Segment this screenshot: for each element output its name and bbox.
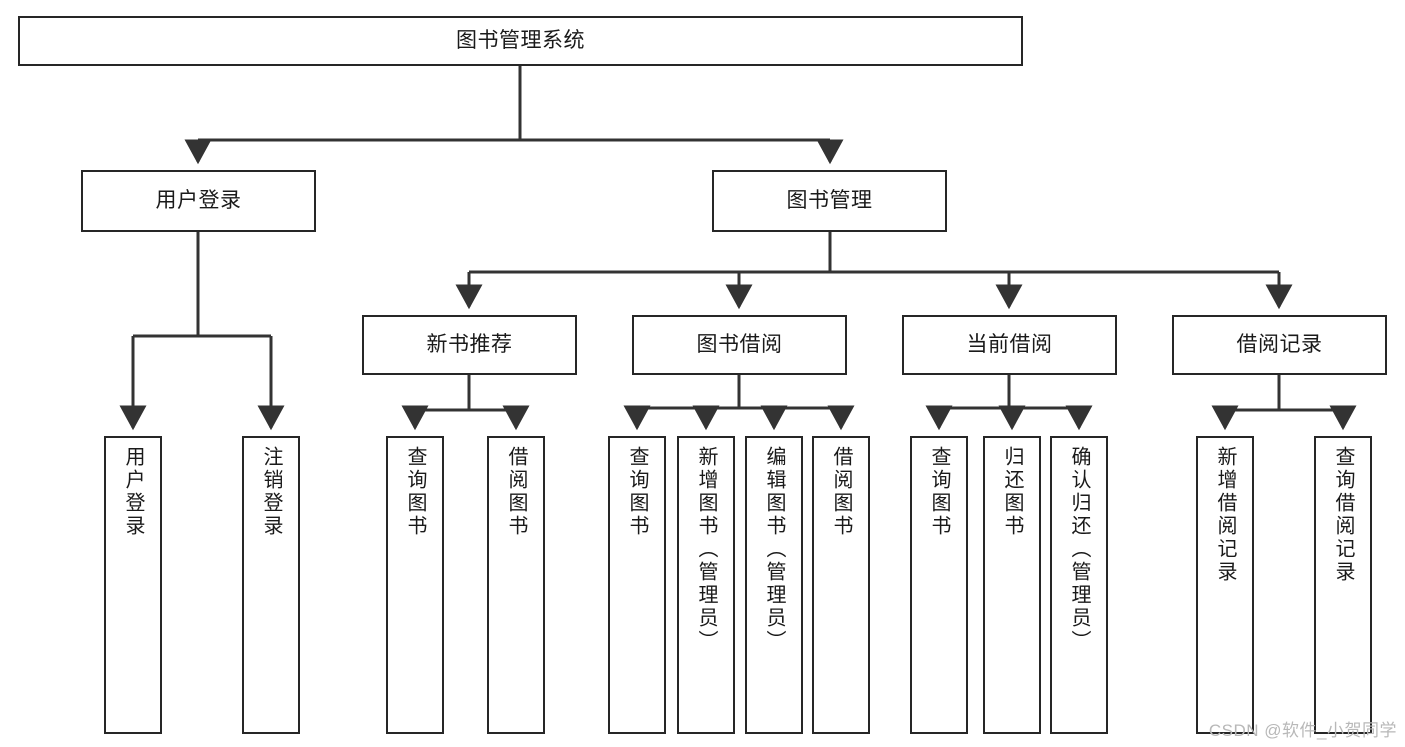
node-book-management-label: 图书管理 <box>786 188 873 212</box>
node-current-borrow-label: 当前借阅 <box>966 332 1053 356</box>
node-leaf-borrow-book: 借阅图书 <box>812 436 870 734</box>
node-leaf-query-book-current: 查询图书 <box>910 436 968 734</box>
node-leaf-return-book-label: 归还图书 <box>1001 446 1023 538</box>
csdn-watermark: CSDN @软件_小贺同学 <box>1208 721 1397 740</box>
node-user-login: 用户登录 <box>81 170 316 232</box>
node-leaf-logout: 注销登录 <box>242 436 300 734</box>
node-root-system-label: 图书管理系统 <box>456 28 585 52</box>
node-leaf-add-book-admin: 新增图书（管理员） <box>677 436 735 734</box>
node-leaf-user-login: 用户登录 <box>104 436 162 734</box>
node-leaf-logout-label: 注销登录 <box>260 446 282 538</box>
node-leaf-query-book-recommend: 查询图书 <box>386 436 444 734</box>
node-leaf-add-borrow-record-label: 新增借阅记录 <box>1214 446 1236 584</box>
node-leaf-query-borrow-record: 查询借阅记录 <box>1314 436 1372 734</box>
node-leaf-borrow-book-recommend-label: 借阅图书 <box>505 446 527 538</box>
node-leaf-edit-book-admin-label: 编辑图书（管理员） <box>763 446 785 653</box>
node-leaf-confirm-return-admin-label: 确认归还（管理员） <box>1068 446 1090 653</box>
node-leaf-confirm-return-admin: 确认归还（管理员） <box>1050 436 1108 734</box>
node-leaf-query-book-borrow: 查询图书 <box>608 436 666 734</box>
node-leaf-add-borrow-record: 新增借阅记录 <box>1196 436 1254 734</box>
node-leaf-borrow-book-recommend: 借阅图书 <box>487 436 545 734</box>
node-root-system: 图书管理系统 <box>18 16 1023 66</box>
node-leaf-return-book: 归还图书 <box>983 436 1041 734</box>
node-current-borrow: 当前借阅 <box>902 315 1117 375</box>
node-borrow-record-label: 借阅记录 <box>1236 332 1323 356</box>
node-book-management: 图书管理 <box>712 170 947 232</box>
node-user-login-label: 用户登录 <box>155 188 242 212</box>
node-leaf-borrow-book-label: 借阅图书 <box>830 446 852 538</box>
node-leaf-query-book-recommend-label: 查询图书 <box>404 446 426 538</box>
node-leaf-query-book-current-label: 查询图书 <box>928 446 950 538</box>
node-leaf-query-book-borrow-label: 查询图书 <box>626 446 648 538</box>
node-leaf-add-book-admin-label: 新增图书（管理员） <box>695 446 717 653</box>
node-new-book-recommend: 新书推荐 <box>362 315 577 375</box>
node-new-book-recommend-label: 新书推荐 <box>426 332 513 356</box>
node-book-borrow-label: 图书借阅 <box>696 332 783 356</box>
node-leaf-edit-book-admin: 编辑图书（管理员） <box>745 436 803 734</box>
node-book-borrow: 图书借阅 <box>632 315 847 375</box>
node-leaf-user-login-label: 用户登录 <box>122 446 144 538</box>
node-leaf-query-borrow-record-label: 查询借阅记录 <box>1332 446 1354 584</box>
node-borrow-record: 借阅记录 <box>1172 315 1387 375</box>
